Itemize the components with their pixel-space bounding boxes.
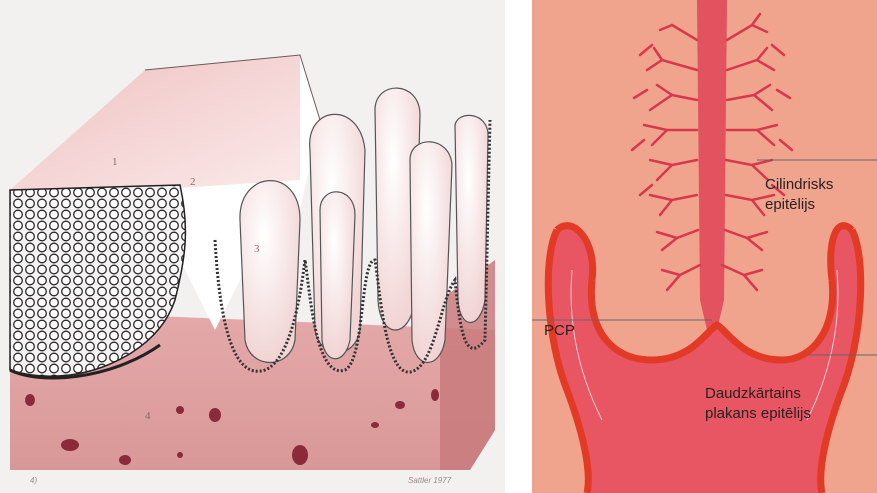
label-number-1: 1 <box>112 156 118 168</box>
illustrator-signature: Sattler 1977 <box>408 476 451 485</box>
label-cylindrical-line1: Cilindrisks <box>765 176 833 193</box>
label-stratified-line1: Daudzkārtains <box>705 385 801 402</box>
label-cylindrical-line2: epitēlijs <box>765 196 815 213</box>
histology-block-illustration: 1 2 3 4 Sattler 1977 4) <box>0 0 505 493</box>
label-number-4: 4 <box>145 410 151 422</box>
label-pcp: PCP <box>544 322 575 339</box>
cervix-diagram: Cilindrisks epitēlijs PCP Daudzkārtains … <box>532 0 877 493</box>
cervical-canal <box>697 0 727 330</box>
histology-block-drawing <box>0 0 505 493</box>
label-stratified-line2: plakans epitēlijs <box>705 405 811 422</box>
label-number-3: 3 <box>254 243 260 255</box>
label-number-2: 2 <box>190 176 196 188</box>
corner-mark: 4) <box>30 476 37 485</box>
